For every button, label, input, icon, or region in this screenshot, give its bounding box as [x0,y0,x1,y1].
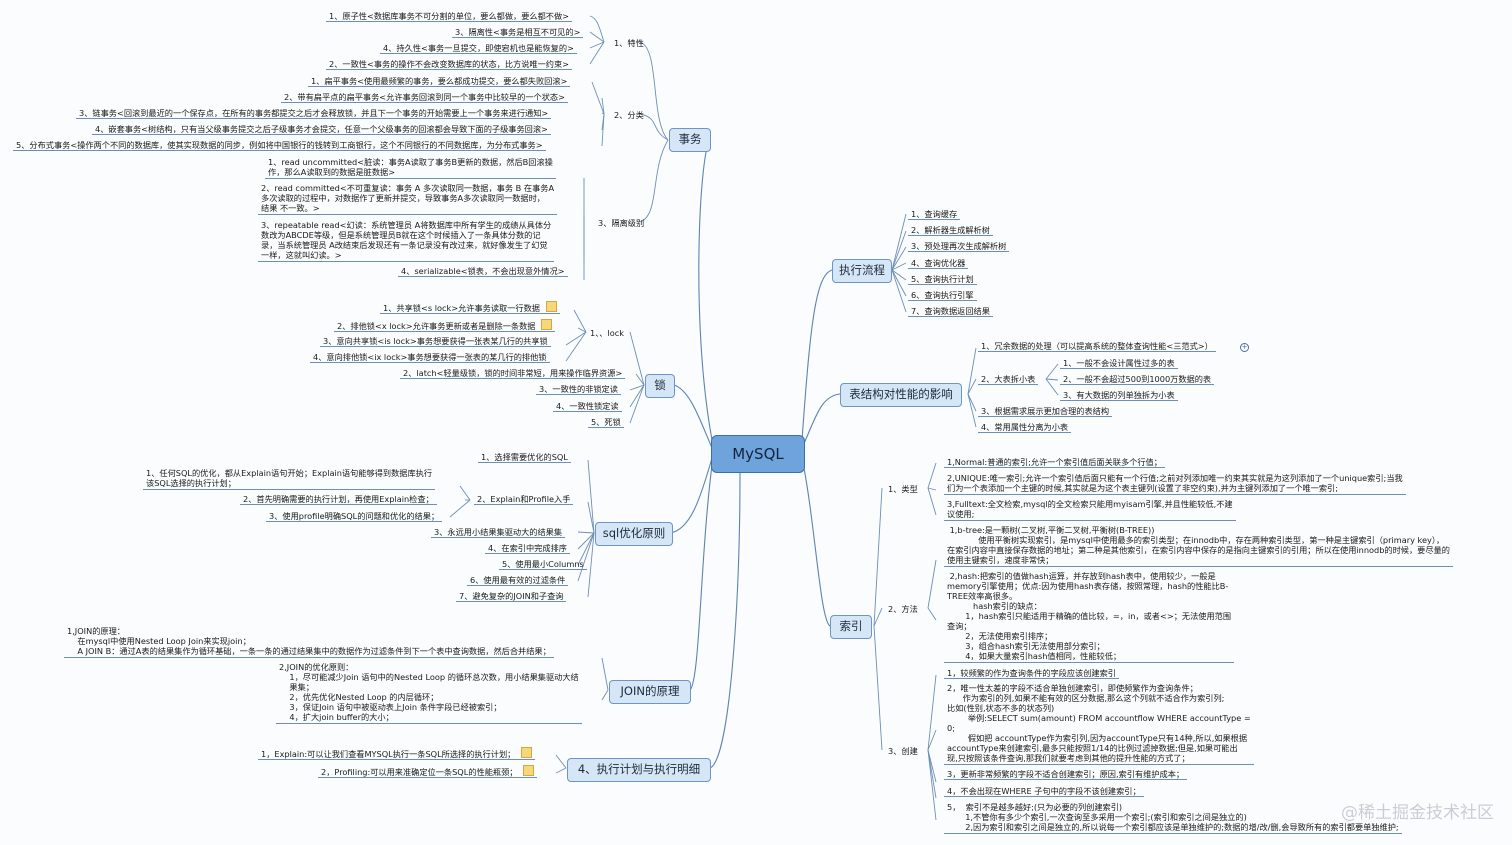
lock-label[interactable]: 1、、lock [590,328,625,338]
index-type-label[interactable]: 1、类型 [888,484,918,494]
topic-sql-optimize[interactable]: sql优化原则 [595,522,673,546]
flow-item[interactable]: 7、查询数据返回结果 [908,306,993,317]
class-label[interactable]: 2、分类 [614,110,644,120]
flow-item[interactable]: 1、查询缓存 [908,209,961,220]
index-method[interactable]: 2,hash:把索引的值做hash运算，并存放到hash表中，使用较少，一般是 … [944,571,1235,663]
plan-item[interactable]: 2，Profiling:可以用来准确定位一条SQL的性能瓶颈； [318,765,538,778]
lock-item[interactable]: 3、意向共享锁<is lock>事务想要获得一张表某几行的共享锁 [320,336,551,347]
class-item[interactable]: 2、带有扁平点的扁平事务<允许事务回滚到同一个事务中比较早的一个状态> [281,92,568,103]
index-type[interactable]: 2,UNIQUE:唯一索引;允许一个索引值后面只能有一个行值;之前对列添加唯一约… [944,473,1406,495]
sql-item[interactable]: 6、使用最有效的过滤条件 [467,575,569,586]
table-subitem[interactable]: 3、有大数据的列单独拆为小表 [1060,390,1178,401]
table-item[interactable]: 3、根据需求展示更加合理的表结构 [978,406,1113,417]
index-create[interactable]: 5， 索引不是越多越好;(只为必要的列创建索引) 1,不管你有多少个索引,一次查… [944,802,1402,834]
index-create[interactable]: 3，更新非常频繁的字段不适合创建索引；原因,索引有维护成本； [944,769,1188,780]
topic-table-structure[interactable]: 表结构对性能的影响 [840,383,962,407]
class-item[interactable]: 4、嵌套事务<树结构，只有当父级事务提交之后子级事务才会提交，任意一个父级事务的… [92,124,551,135]
join-optimize[interactable]: 2,JOIN的优化原则： 1，尽可能减少Join 语句中的Nested Loop… [276,662,582,724]
isolation-item[interactable]: 3、repeatable read<幻读：系统管理员 A将数据库中所有学生的成绩… [258,220,555,262]
note-icon[interactable] [521,747,533,758]
index-create[interactable]: 4，不会出现在WHERE 子句中的字段不该创建索引； [944,786,1144,797]
lock-item[interactable]: 2、latch<轻量级锁，锁的时间非常短，用来操作临界资源> [400,368,626,379]
table-subitem[interactable]: 1、一般不会设计属性过多的表 [1060,358,1178,369]
watermark: @稀土掘金技术社区 [1341,803,1494,823]
flow-item[interactable]: 3、预处理再次生成解析树 [908,241,1010,252]
flow-item[interactable]: 4、查询优化器 [908,258,969,269]
flow-item[interactable]: 6、查询执行引擎 [908,290,977,301]
index-method-label[interactable]: 2、方法 [888,604,918,614]
isolation-item[interactable]: 4、serializable<锁表，不会出现意外情况> [398,266,568,277]
sql-item[interactable]: 1、选择需要优化的SQL [478,452,571,463]
flow-item[interactable]: 2、解析器生成解析树 [908,225,993,236]
lock-item[interactable]: 4、意向排他锁<ix lock>事务想要获得一张表的某几行的排他锁 [310,352,550,363]
lock-item[interactable]: 1、共享锁<s lock>允许事务读取一行数据 [380,301,560,314]
topic-index[interactable]: 索引 [830,615,872,639]
feature-item[interactable]: 3、隔离性<事务是相互不可见的> [452,27,584,38]
sql-item[interactable]: 3、永远用小结果集驱动大的结果集 [431,527,566,538]
isolation-item[interactable]: 1、read uncommitted<脏读：事务A读取了事务B更新的数据，然后B… [265,157,556,179]
plan-item[interactable]: 1，Explain:可以让我们查看MYSQL执行一条SQL所选择的执行计划； [258,747,536,760]
table-item[interactable]: 4、常用属性分离为小表 [978,422,1072,433]
class-item[interactable]: 5、分布式事务<操作两个不同的数据库，使其实现数据的同步，例如将中国银行的钱转到… [13,140,546,151]
note-icon[interactable] [545,301,557,312]
explain-child[interactable]: 2、首先明确需要的执行计划，再使用Explain检查； [240,494,437,505]
index-create[interactable]: 1，较频繁的作为查询条件的字段应该创建索引 [944,668,1119,679]
explain-child[interactable]: 3、使用profile明确SQL的问题和优化的结果； [266,511,443,522]
index-type[interactable]: 1,Normal:普通的索引;允许一个索引值后面关联多个行值； [944,457,1165,468]
index-type[interactable]: 3,Fulltext:全文检索,mysql的全文检索只能用myisam引擎,并且… [944,499,1236,521]
note-icon[interactable] [523,765,535,776]
lock-item[interactable]: 3、一致性的非锁定读 [536,384,621,395]
index-create-label[interactable]: 3、创建 [888,746,918,756]
sql-item[interactable]: 5、使用最小Columns [499,559,587,570]
lock-item[interactable]: 5、死锁 [588,417,624,428]
topic-plan[interactable]: 4、执行计划与执行明细 [567,758,711,782]
lock-item[interactable]: 4、一致性锁定读 [553,401,622,412]
table-subitem[interactable]: 2、一般不会超过500到1000万数据的表 [1060,374,1215,385]
topic-lock[interactable]: 锁 [645,374,675,398]
feature-item[interactable]: 2、一致性<事务的操作不会改变数据库的状态，比方说唯一约束> [326,59,572,70]
sql-item[interactable]: 4、在索引中完成排序 [485,543,570,554]
topic-join[interactable]: JOIN的原理 [609,680,691,704]
feature-label[interactable]: 1、特性 [614,38,644,48]
table-item[interactable]: 1、冗余数据的处理（可以提高系统的整体查询性能<三范式>） [978,341,1216,352]
expand-icon[interactable]: + [1240,343,1249,352]
topic-flow[interactable]: 执行流程 [832,259,892,283]
class-item[interactable]: 1、扁平事务<使用最频繁的事务，要么都成功提交，要么都失败回滚> [308,76,571,87]
root-node[interactable]: MySQL [711,435,805,473]
class-item[interactable]: 3、链事务<回滚到最近的一个保存点，在所有的事务都提交之后才会释放锁，并且下一个… [76,108,552,119]
topic-transaction[interactable]: 事务 [669,128,711,152]
isolation-label[interactable]: 3、隔离级别 [598,218,645,228]
note-icon[interactable] [541,319,553,330]
feature-item[interactable]: 4、持久性<事务一旦提交，即使宕机也是能恢复的> [380,43,577,54]
isolation-item[interactable]: 2、read committed<不可重复读：事务 A 多次读取同一数据，事务 … [258,183,558,215]
index-create[interactable]: 2，唯一性太差的字段不适合单独创建索引，即使频繁作为查询条件； 作为索引的列,如… [944,683,1254,765]
sql-item[interactable]: 7、避免复杂的JOIN和子查询 [456,591,567,602]
feature-item[interactable]: 1、原子性<数据库事务不可分割的单位，要么都做，要么都不做> [326,11,572,22]
lock-item[interactable]: 2、排他锁<x lock>允许事务更新或者是删除一条数据 [334,319,556,332]
flow-item[interactable]: 5、查询执行计划 [908,274,977,285]
sql-item[interactable]: 2、Explain和Profile入手 [474,494,574,505]
index-method[interactable]: 1,b-tree:是一颗树(二叉树,平衡二叉树,平衡树(B-TREE)) 使用平… [944,525,1453,567]
table-item[interactable]: 2、大表拆小表 [978,374,1039,385]
explain-child[interactable]: 1、任何SQL的优化，都从Explain语句开始；Explain语句能够得到数据… [143,468,436,490]
join-principle[interactable]: 1,JOIN的原理： 在mysql中使用Nested Loop Join来实现j… [64,626,554,658]
